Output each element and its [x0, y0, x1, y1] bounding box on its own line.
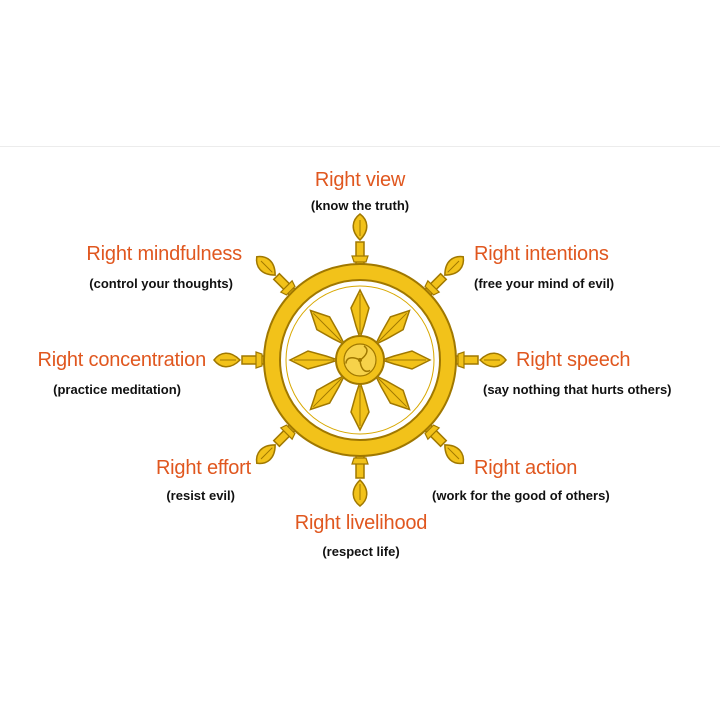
path-description-effort: (resist evil) [166, 488, 235, 503]
path-description-livelihood: (respect life) [322, 544, 400, 559]
path-title-effort: Right effort [155, 457, 251, 479]
dharma-wheel-icon [213, 213, 507, 507]
path-title-livelihood: Right livelihood [294, 512, 428, 534]
path-title-action: Right action [474, 457, 578, 479]
path-description-intentions: (free your mind of evil) [474, 276, 615, 291]
path-title-speech: Right speech [516, 349, 631, 371]
path-description-concentration: (practice meditation) [53, 382, 181, 397]
path-title-mindfulness: Right mindfulness [86, 243, 242, 265]
path-description-mindfulness: (control your thoughts) [89, 276, 233, 291]
path-title-concentration: Right concentration [37, 349, 206, 371]
path-description-action: (work for the good of others) [432, 488, 610, 503]
path-title-intentions: Right intentions [474, 243, 609, 265]
divider [0, 146, 720, 147]
path-description-view: (know the truth) [310, 198, 410, 213]
path-title-view: Right view [314, 169, 406, 191]
path-description-speech: (say nothing that hurts others) [483, 382, 672, 397]
